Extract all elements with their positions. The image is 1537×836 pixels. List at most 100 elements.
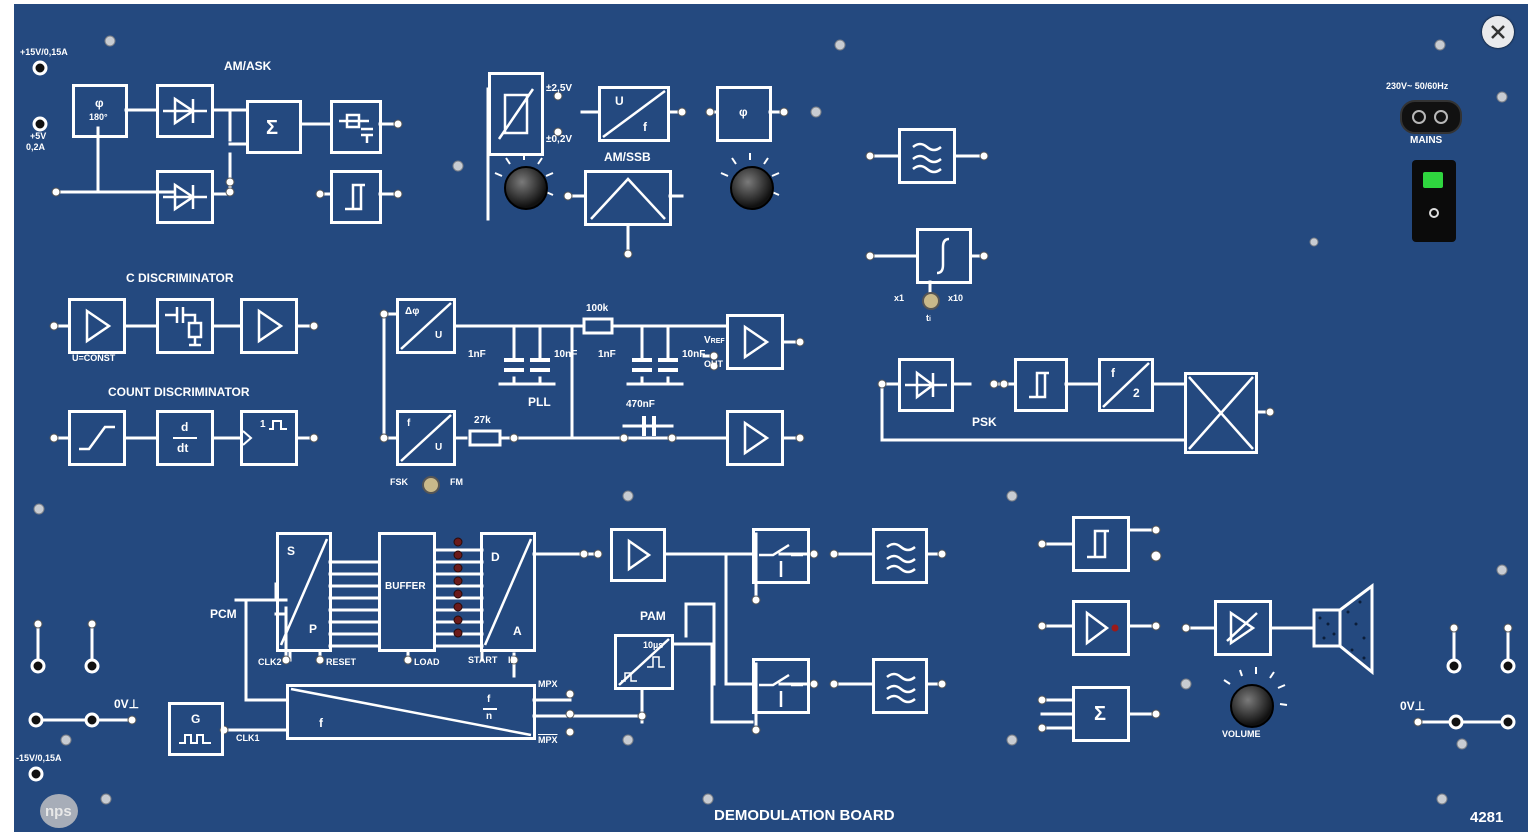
pam-amplifier-block <box>610 528 666 582</box>
count-discriminator-title: COUNT DISCRIMINATOR <box>108 385 250 399</box>
integrator-range-switch[interactable] <box>922 292 940 310</box>
mains-pin-left <box>1412 110 1426 124</box>
psk-rectifier-block <box>898 358 954 412</box>
integrator-block <box>916 228 972 284</box>
integrator-x1-label: x1 <box>894 293 905 303</box>
plus15-label: +15V/0,15A <box>20 47 68 57</box>
attenuator-range-high: ±2,5V <box>546 83 573 94</box>
buffer-label: BUFFER <box>385 581 426 592</box>
summer-block: Σ <box>246 100 302 154</box>
da-bottom: A <box>513 624 522 638</box>
attenuator-knob[interactable] <box>504 166 548 210</box>
psk-divider-top: f <box>1111 366 1115 380</box>
pam-title: PAM <box>640 609 666 623</box>
pll-vref-label: VREF <box>704 336 725 346</box>
sp-bottom: P <box>309 622 318 636</box>
sample-switch-bottom <box>752 658 810 714</box>
pll-vref-text: V <box>704 335 711 346</box>
clk1-label: CLK1 <box>236 733 260 743</box>
am-ssb-title: AM/SSB <box>604 150 651 164</box>
psk-multiplier-block <box>1184 372 1258 454</box>
pam-sampler-block: 10µs <box>614 634 674 690</box>
buffer-block: BUFFER <box>378 532 436 652</box>
pll-out-label: OUT <box>704 359 723 369</box>
volume-knob[interactable] <box>1230 684 1274 728</box>
id-label: ID <box>508 655 517 665</box>
count-disc-differentiator-block: d dt <box>156 410 214 466</box>
lowpass-filter-block-top <box>898 128 956 184</box>
psk-divider-bottom: 2 <box>1133 386 1140 400</box>
switch-off-mark <box>1429 208 1439 218</box>
am-ask-title: AM/ASK <box>224 59 272 73</box>
pll-resistor-27k: 27k <box>474 415 491 426</box>
integrator-tau-text: t <box>926 313 929 323</box>
c-disc-sub-label: U=CONST <box>72 353 116 363</box>
phase-shifter-block: φ <box>716 86 772 142</box>
diff-fraction-bar <box>173 437 197 439</box>
pll-cap-10nf-b: 10nF <box>682 349 706 360</box>
plus5-label-line1: +5V <box>30 131 47 141</box>
pll-vco-bottom: U <box>435 442 443 453</box>
attenuator-range-low: ±0,2V <box>546 134 573 145</box>
mains-rating-label: 230V~ 50/60Hz <box>1386 81 1449 91</box>
pll-resistor-100k: 100k <box>586 303 609 314</box>
integrator-tau-label: ti <box>926 313 931 324</box>
volume-label: VOLUME <box>1222 729 1261 739</box>
mains-pin-right <box>1434 110 1448 124</box>
counter-f: f <box>319 716 323 730</box>
c-disc-crystal-block <box>156 298 214 354</box>
phase-detector-block: Δφ U <box>396 298 456 354</box>
fsk-label: FSK <box>390 477 408 487</box>
knob-ticks <box>494 153 1288 706</box>
load-label: LOAD <box>414 657 440 667</box>
rectifier-block-bottom <box>156 170 214 224</box>
count-disc-limiter-block <box>68 410 126 466</box>
phase-shifter-knob[interactable] <box>730 166 774 210</box>
lowpass-filter-block-b <box>872 658 928 714</box>
phase-shift-180-block: φ 180° <box>72 84 128 138</box>
digital-analog-block: D A <box>480 532 536 652</box>
pll-cap-1nf-b: 1nF <box>598 349 616 360</box>
c-disc-amplifier-in <box>68 298 126 354</box>
audio-amplifier-led-block <box>1072 600 1130 656</box>
serial-parallel-block: S P <box>276 532 332 652</box>
phase-value: 180° <box>89 112 108 122</box>
phase-detector-bottom: U <box>435 330 443 341</box>
c-disc-amplifier-out <box>240 298 298 354</box>
audio-sum-symbol: Σ <box>1094 703 1107 725</box>
da-top: D <box>491 550 500 564</box>
mains-socket[interactable] <box>1400 100 1462 134</box>
mpx-bar-label: MPX <box>538 735 558 745</box>
counter-fn-bottom: n <box>486 711 493 722</box>
pll-vref-sub: REF <box>710 338 725 345</box>
mains-power-switch[interactable] <box>1412 160 1456 242</box>
fsk-fm-switch[interactable] <box>422 476 440 494</box>
pam-pulse-label: 10µs <box>643 640 664 650</box>
pll-vco-top: f <box>407 418 411 429</box>
volume-amplifier-block <box>1214 600 1272 656</box>
sample-switch-top <box>752 528 810 584</box>
close-icon <box>1491 25 1505 39</box>
integrator-tau-sub: i <box>929 316 931 323</box>
monoflop-label: 1 <box>260 419 266 430</box>
board-title: DEMODULATION BOARD <box>714 807 895 824</box>
phase-symbol: φ <box>95 96 104 110</box>
vco-bottom-label: f <box>643 120 647 134</box>
attenuator-block <box>488 72 544 156</box>
psk-divider-block: f 2 <box>1098 358 1154 412</box>
nps-logo: nps <box>40 794 78 828</box>
schmitt-trigger-block-amask <box>330 170 382 224</box>
ground-left-label: 0V⊥ <box>114 697 140 711</box>
counter-fraction-bar <box>483 708 497 710</box>
pll-cap-10nf-a: 10nF <box>554 349 578 360</box>
plus5-label-line2: 0,2A <box>26 142 46 152</box>
audio-schmitt-block <box>1072 516 1130 572</box>
demodulation-board-panel: φ 180° Σ ±2,5V ±0,2V U f φ AM/SSB AM/ASK… <box>14 4 1528 832</box>
audio-summer-block: Σ <box>1072 686 1130 742</box>
nps-logo-text: nps <box>45 803 72 820</box>
voltage-to-frequency-block: U f <box>598 86 670 142</box>
clk2-label: CLK2 <box>258 657 282 667</box>
close-fullscreen-button[interactable] <box>1482 16 1514 48</box>
pcm-label: PCM <box>210 607 237 621</box>
generator-label: G <box>191 712 201 726</box>
